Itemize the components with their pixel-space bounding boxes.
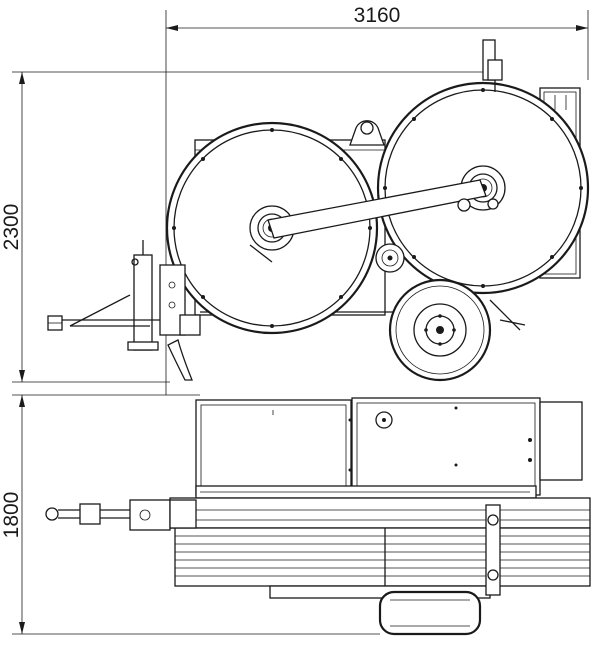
height-dimension: 2300 [0, 71, 500, 383]
drum-linkage-arm [249, 179, 499, 263]
idler-pulley [375, 243, 405, 273]
right-cabinet [351, 397, 541, 496]
height-dimension-label: 2300 [0, 204, 23, 251]
side-elevation-view [47, 39, 590, 382]
road-wheel [388, 278, 492, 382]
plan-axle-column [485, 504, 501, 596]
side-towbar [47, 294, 160, 331]
drum-stack [174, 527, 591, 587]
left-cabinet [195, 399, 352, 496]
plan-view [45, 397, 591, 636]
width-dimension: 1800 [0, 394, 380, 635]
lifting-eye [349, 120, 385, 146]
plan-wheel [378, 590, 482, 636]
lower-chassis [169, 497, 591, 529]
upright-cylinder [482, 39, 503, 92]
plan-towbar [45, 499, 197, 531]
width-dimension-label: 1800 [0, 492, 23, 539]
length-dimension-label: 3160 [354, 4, 401, 27]
